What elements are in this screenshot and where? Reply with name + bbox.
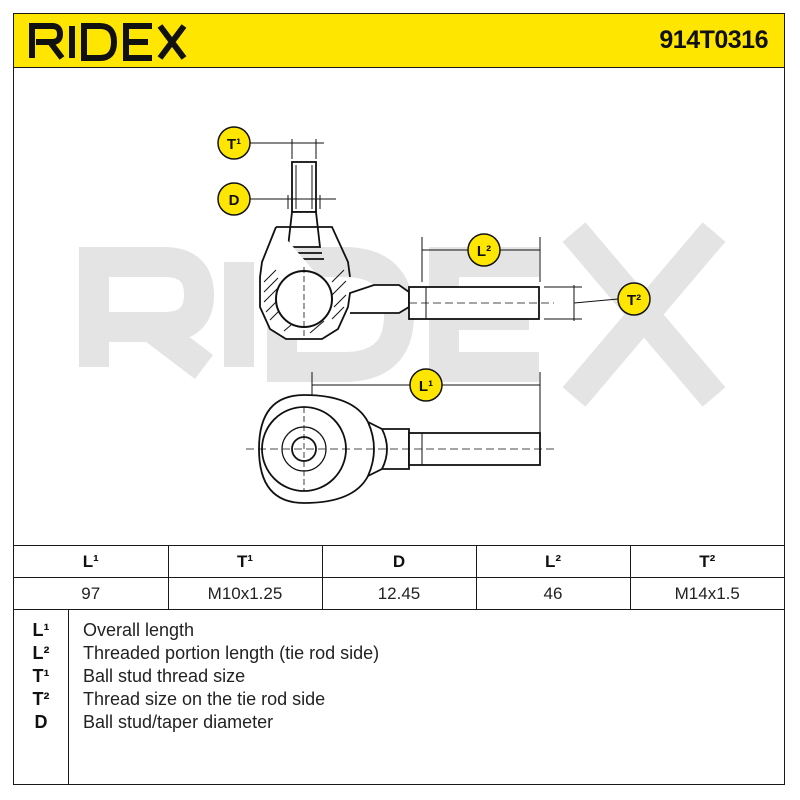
top-view bbox=[246, 394, 554, 504]
legend-symbol: L¹ bbox=[32, 620, 50, 640]
spec-value-row: 97 M10x1.25 12.45 46 M14x1.5 bbox=[14, 577, 784, 610]
legend-symbol: L² bbox=[32, 643, 50, 663]
legend: L¹ Overall length L² Threaded portion le… bbox=[14, 609, 784, 785]
label-l1: L¹ bbox=[409, 368, 443, 402]
legend-item: L¹ Overall length bbox=[14, 619, 784, 641]
product-sheet: 914T0316 bbox=[13, 13, 785, 785]
spec-header-cell: T¹ bbox=[167, 545, 323, 578]
dimension-lines bbox=[250, 139, 619, 452]
legend-text: Overall length bbox=[83, 620, 195, 640]
spec-table: L¹ T¹ D L² T² 97 M10x1.25 12.45 46 M14x1… bbox=[14, 545, 784, 610]
header-bar: 914T0316 bbox=[14, 14, 784, 68]
spec-header-cell: L¹ bbox=[14, 545, 169, 578]
technical-drawing: T¹ D L² T² L¹ bbox=[79, 126, 726, 504]
legend-divider bbox=[68, 609, 69, 785]
side-view bbox=[259, 161, 554, 340]
legend-item: D Ball stud/taper diameter bbox=[14, 711, 784, 733]
legend-item: T² Thread size on the tie rod side bbox=[14, 688, 784, 710]
label-d: D bbox=[217, 182, 251, 216]
legend-text: Threaded portion length (tie rod side) bbox=[83, 643, 380, 663]
legend-item: T¹ Ball stud thread size bbox=[14, 665, 784, 687]
legend-symbol: D bbox=[34, 712, 48, 732]
svg-text:T²: T² bbox=[627, 292, 641, 309]
label-t2: T² bbox=[617, 282, 651, 316]
spec-value-cell: M10x1.25 bbox=[167, 577, 323, 610]
spec-header-cell: T² bbox=[629, 545, 784, 578]
spec-header-cell: L² bbox=[475, 545, 631, 578]
legend-text: Ball stud thread size bbox=[83, 666, 246, 686]
legend-symbol: T² bbox=[32, 689, 50, 709]
legend-text: Thread size on the tie rod side bbox=[83, 689, 326, 709]
part-number: 914T0316 bbox=[659, 26, 768, 54]
spec-value-cell: 46 bbox=[475, 577, 631, 610]
spec-header-cell: D bbox=[321, 545, 477, 578]
legend-item: L² Threaded portion length (tie rod side… bbox=[14, 642, 784, 664]
spec-header-row: L¹ T¹ D L² T² bbox=[14, 545, 784, 578]
spec-value-cell: M14x1.5 bbox=[629, 577, 784, 610]
spec-value-cell: 97 bbox=[14, 577, 169, 610]
svg-text:T¹: T¹ bbox=[227, 136, 241, 153]
svg-text:L¹: L¹ bbox=[419, 378, 433, 395]
legend-text: Ball stud/taper diameter bbox=[83, 712, 274, 732]
ridex-watermark bbox=[79, 222, 726, 407]
svg-text:D: D bbox=[229, 192, 240, 209]
label-t1: T¹ bbox=[217, 126, 251, 160]
svg-text:L²: L² bbox=[477, 243, 491, 260]
legend-symbol: T¹ bbox=[32, 666, 50, 686]
brand-logo bbox=[29, 23, 187, 61]
label-l2: L² bbox=[467, 233, 501, 267]
spec-value-cell: 12.45 bbox=[321, 577, 477, 610]
